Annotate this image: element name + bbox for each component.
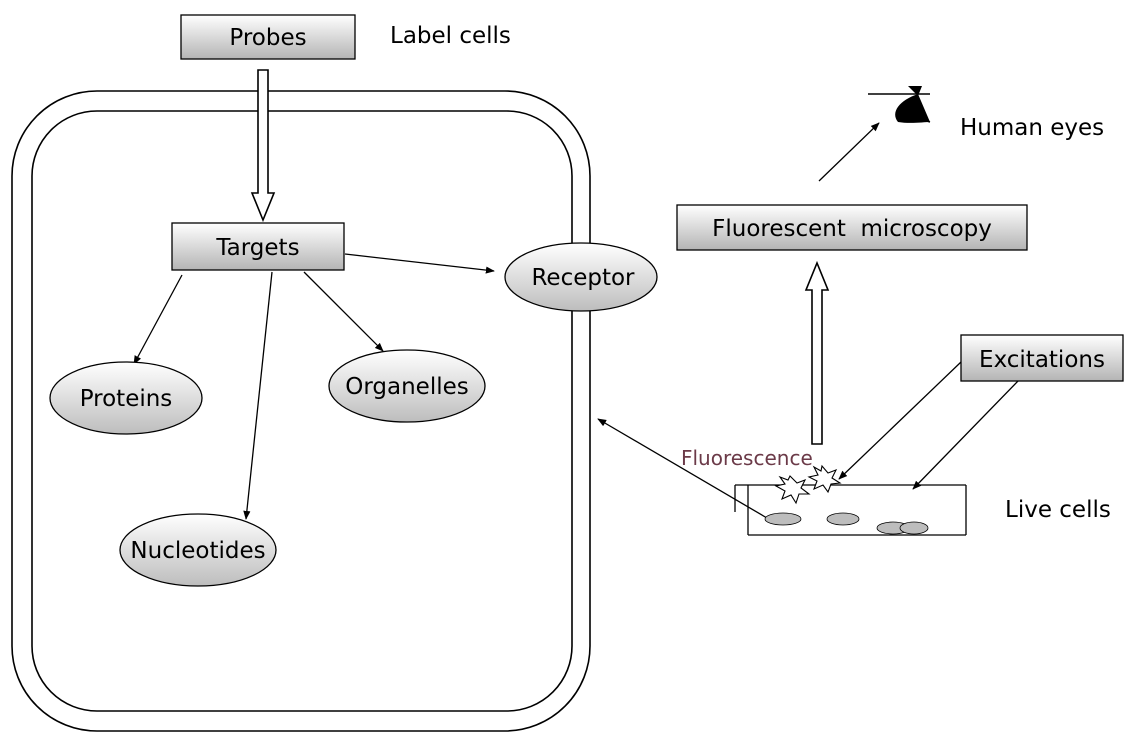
arrow-excitation-to-dish [912,380,1019,490]
receptor-node: Receptor [504,242,658,312]
cell-blob [826,512,860,526]
probes-node: Probes [180,14,356,60]
arrow-targets-to-proteins [133,274,183,365]
excitations-node: Excitations [960,334,1124,382]
arrow-excitation-to-burst [838,361,962,480]
label-cells-text: Label cells [390,23,511,49]
microscopy-label: Fluorescent microscopy [712,216,992,242]
arrow-targets-to-organelles [303,271,384,352]
eye-icon [868,86,931,123]
human-eyes-text: Human eyes [960,115,1104,141]
live-cells-text: Live cells [1005,497,1111,523]
live-cells-dish [734,484,967,536]
targets-node: Targets [171,222,345,271]
organelles-node: Organelles [328,349,486,423]
fluorescence-burst-icon [774,464,842,505]
proteins-node: Proteins [49,361,203,435]
targets-label: Targets [215,235,299,261]
cell-inner-membrane [31,110,573,712]
cell-blob [764,512,802,526]
microscopy-node: Fluorescent microscopy [676,204,1028,251]
probe-entry-arrow [250,69,276,223]
arrow-microscopy-to-eye [818,122,880,182]
nucleotides-label: Nucleotides [130,538,265,564]
cell-outer-membrane [11,90,591,732]
proteins-label: Proteins [80,386,173,412]
arrow-targets-to-receptor [344,253,495,274]
cell-blob [899,521,929,535]
arrow-livecells-to-cell [597,418,768,519]
emission-arrow [804,260,830,445]
fluorescence-text: Fluorescence [681,446,813,470]
receptor-label: Receptor [531,265,635,291]
nucleotides-node: Nucleotides [119,513,277,587]
excitations-label: Excitations [979,347,1105,373]
probes-label: Probes [229,25,306,51]
organelles-label: Organelles [345,374,469,400]
arrow-targets-to-nucleotides [243,271,273,520]
